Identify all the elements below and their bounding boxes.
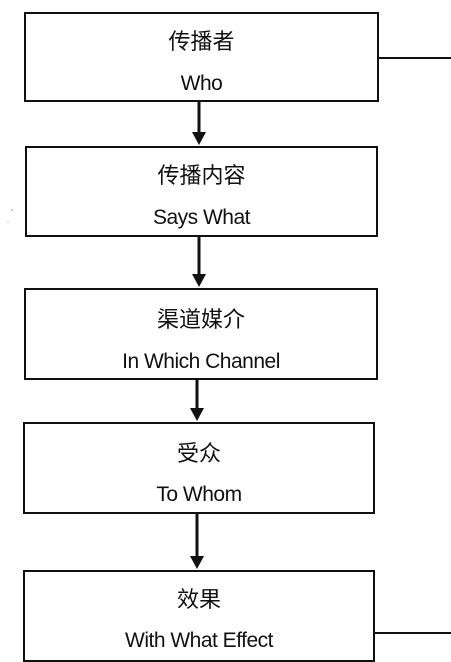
arrowhead — [190, 408, 204, 421]
box-message: 传播内容 Says What — [25, 146, 378, 237]
arrowhead — [192, 274, 206, 287]
communicator-label-zh: 传播者 — [168, 30, 235, 55]
box-communicator: 传播者 Who — [24, 12, 379, 102]
communicator-label-en: Who — [180, 72, 223, 95]
box-audience: 受众 To Whom — [23, 422, 375, 514]
arrowhead — [190, 556, 204, 569]
message-label-en: Says What — [152, 206, 251, 229]
audience-label-en: To Whom — [156, 483, 242, 506]
audience-label-zh: 受众 — [176, 442, 221, 467]
scan-speck — [7, 221, 9, 223]
channel-label-en: In Which Channel — [122, 350, 280, 373]
effect-label-en: With What Effect — [125, 629, 274, 652]
box-channel: 渠道媒介 In Which Channel — [24, 288, 378, 380]
arrowhead — [192, 132, 206, 145]
scan-speck — [11, 209, 13, 211]
message-label-zh: 传播内容 — [157, 164, 246, 189]
box-effect: 效果 With What Effect — [23, 570, 375, 662]
channel-label-zh: 渠道媒介 — [156, 308, 245, 333]
effect-label-zh: 效果 — [176, 588, 221, 613]
